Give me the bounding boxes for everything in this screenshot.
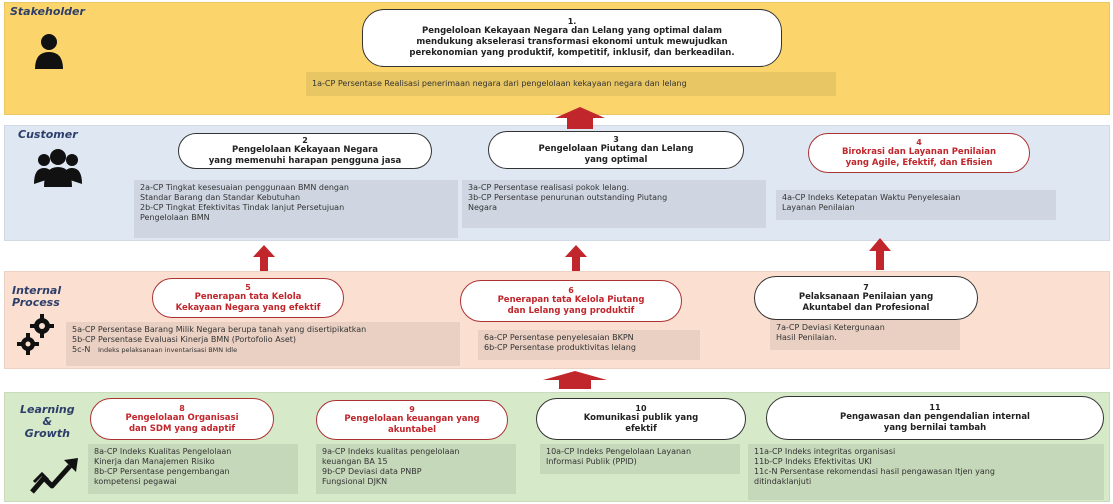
objective-4: 4 Birokrasi dan Layanan Penilaian yang A… bbox=[808, 133, 1030, 173]
objective-11: 11 Pengawasan dan pengendalian internal … bbox=[766, 396, 1104, 440]
kpi-5c-code: 5c-N bbox=[72, 345, 91, 354]
kpi-7: 7a-CP Deviasi Ketergunaan Hasil Penilaia… bbox=[770, 320, 960, 350]
growth-arrow-icon bbox=[30, 458, 78, 494]
kpi-5: 5a-CP Persentase Barang Milik Negara ber… bbox=[66, 322, 460, 366]
objective-7: 7 Pelaksanaan Penilaian yang Akuntabel d… bbox=[754, 276, 978, 320]
gears-icon bbox=[17, 314, 54, 355]
objective-2: 2 Pengelolaan Kekayaan Negara yang memen… bbox=[178, 133, 432, 169]
kpi-3: 3a-CP Persentase realisasi pokok lelang.… bbox=[462, 180, 766, 228]
up-arrow-icon bbox=[543, 371, 607, 389]
kpi-8: 8a-CP Indeks Kualitas Pengelolaan Kinerj… bbox=[88, 444, 298, 494]
up-arrow-icon bbox=[253, 245, 275, 271]
kpi-6: 6a-CP Persentase penyelesaian BKPN 6b-CP… bbox=[478, 330, 700, 360]
kpi-4: 4a-CP Indeks Ketepatan Waktu Penyelesaia… bbox=[776, 190, 1056, 220]
kpi-1a: 1a-CP Persentase Realisasi penerimaan ne… bbox=[306, 72, 836, 96]
kpi-10: 10a-CP Indeks Pengelolaan Layanan Inform… bbox=[540, 444, 740, 474]
objective-6: 6 Penerapan tata Kelola Piutang dan Lela… bbox=[460, 280, 682, 322]
stakeholder-label: Stakeholder bbox=[10, 5, 85, 18]
learning-growth-label: Learning & Growth bbox=[20, 403, 75, 440]
internal-process-label: Internal Process bbox=[12, 284, 62, 309]
objective-10: 10 Komunikasi publik yang efektif bbox=[536, 398, 746, 440]
objective-5: 5 Penerapan tata Kelola Kekayaan Negara … bbox=[152, 278, 344, 318]
kpi-11: 11a-CP Indeks integritas organisasi 11b-… bbox=[748, 444, 1104, 500]
objective-1: 1. Pengeloloan Kekayaan Negara dan Lelan… bbox=[362, 9, 782, 67]
objective-9: 9 Pengelolaan keuangan yang akuntabel bbox=[316, 400, 508, 440]
group-icon bbox=[34, 149, 82, 187]
kpi-9: 9a-CP Indeks kualitas pengelolaan keuang… bbox=[316, 444, 516, 494]
kpi-2: 2a-CP Tingkat kesesuaian penggunaan BMN … bbox=[134, 180, 458, 238]
person-icon bbox=[35, 34, 63, 69]
up-arrow-icon bbox=[869, 238, 891, 270]
objective-3: 3 Pengelolaan Piutang dan Lelang yang op… bbox=[488, 131, 744, 169]
up-arrow-icon bbox=[555, 107, 605, 129]
customer-label: Customer bbox=[18, 128, 78, 141]
objective-8: 8 Pengelolaan Organisasi dan SDM yang ad… bbox=[90, 398, 274, 440]
kpi-5c-text: Indeks pelaksanaan inventarisasi BMN Idl… bbox=[98, 346, 238, 354]
up-arrow-icon bbox=[565, 245, 587, 271]
